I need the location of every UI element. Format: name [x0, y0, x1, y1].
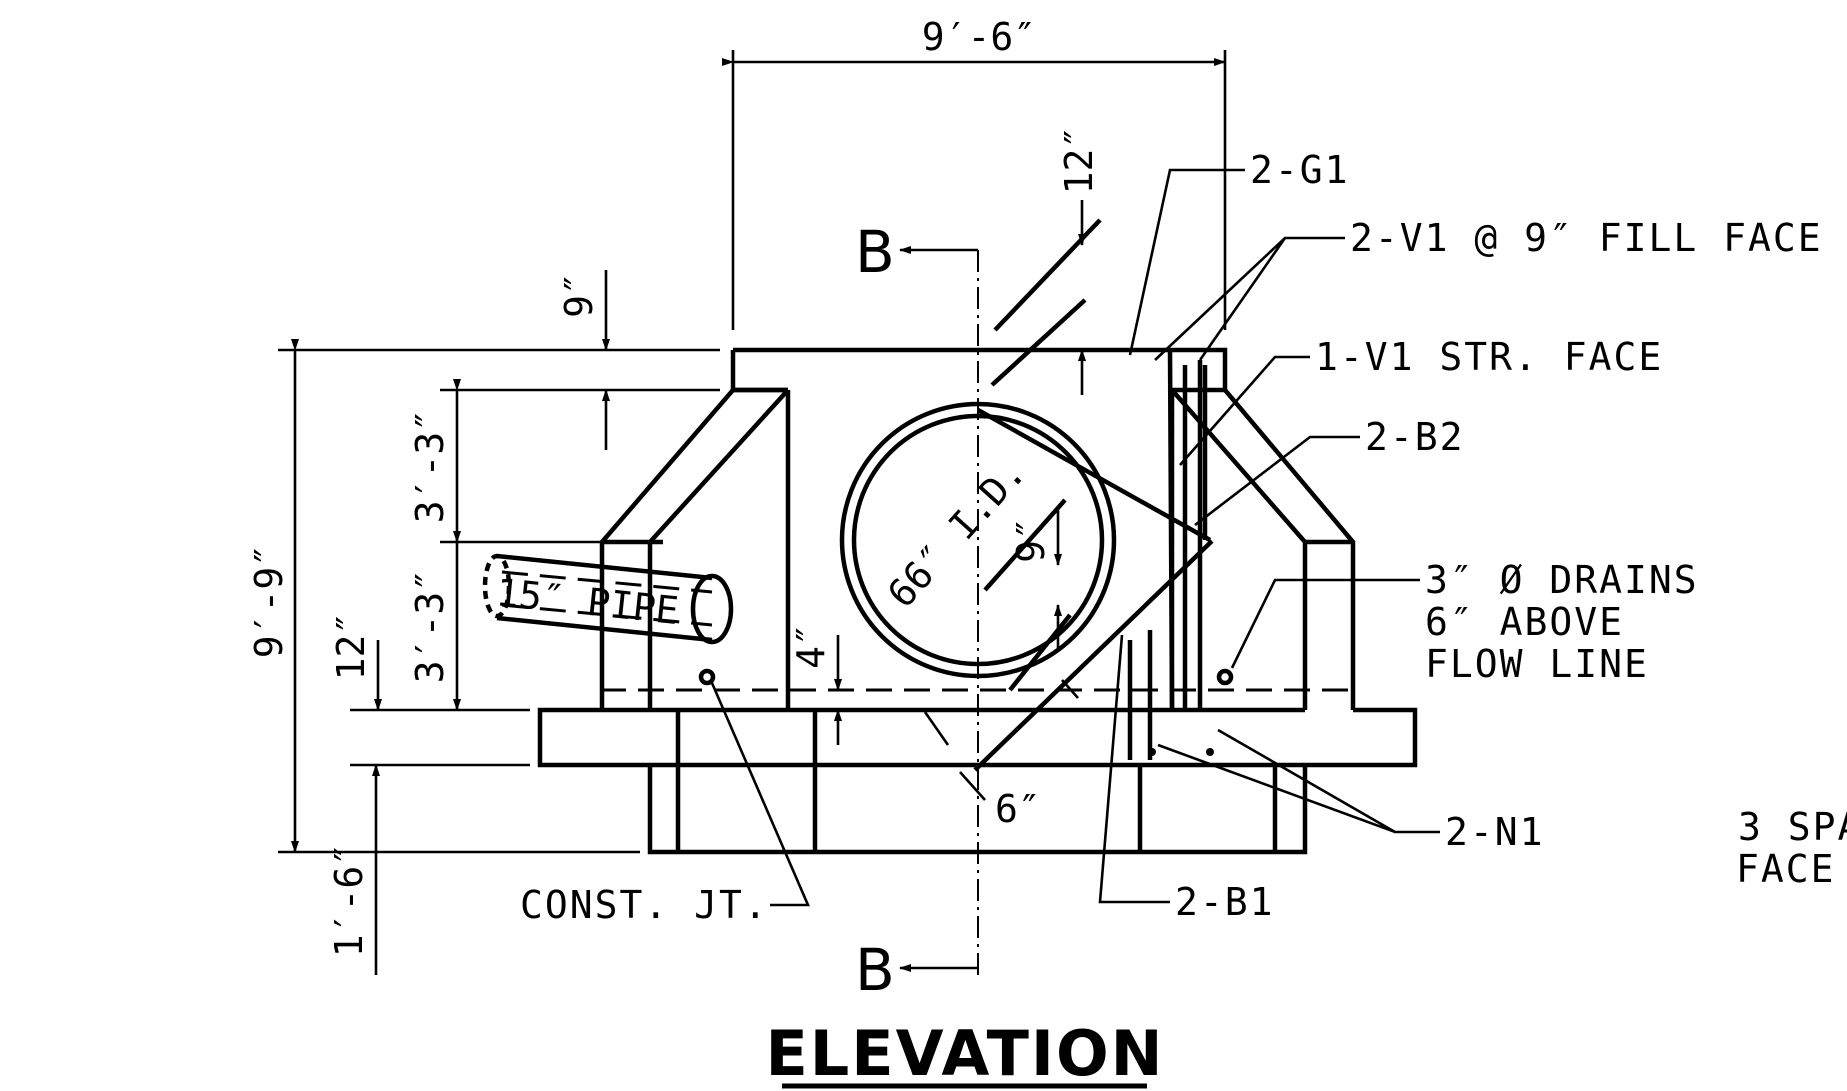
title-text: ELEVATION: [765, 1017, 1164, 1090]
footing-text: 12″: [329, 612, 373, 681]
section-label-top: B: [855, 218, 895, 286]
callout-drains-line1: 3″ Ø DRAINS: [1425, 558, 1699, 602]
lower-wall-text: 3′-3″: [408, 569, 452, 683]
callout-drains-line2: 6″ ABOVE: [1425, 600, 1624, 644]
callout-spa-line1: 3 SPA: [1738, 805, 1847, 849]
section-label-bottom: B: [855, 936, 895, 1004]
callout-b1: 2-B1: [1098, 634, 1275, 924]
callout-v1-fill: 2-V1 @ 9″ FILL FACE: [1154, 216, 1823, 361]
top-width-text: 9′-6″: [922, 15, 1036, 59]
callout-v1-str: 1-V1 STR. FACE: [1179, 335, 1663, 466]
top-thickness-dimension: 9″: [557, 270, 610, 450]
drawing-title: ELEVATION: [765, 1017, 1164, 1090]
reinforcing-bars: [973, 218, 1214, 772]
callout-n1: 2-N1: [1157, 728, 1545, 854]
top-thickness-text: 9″: [557, 272, 601, 318]
wall-height-dimensions: 3′-3″ 3′-3″: [350, 379, 720, 767]
callout-spa-line2: FACE: [1736, 847, 1836, 891]
base-dimension: 1′-6″: [327, 764, 380, 975]
callout-drains: 3″ Ø DRAINS 6″ ABOVE FLOW LINE: [1230, 558, 1699, 686]
callout-b2-text: 2-B2: [1365, 415, 1465, 459]
upper-wall-text: 3′-3″: [408, 409, 452, 523]
overall-height-dimension: 9′-9″: [247, 339, 720, 854]
callout-b2: 2-B2: [1194, 415, 1465, 527]
bar-9-text: 9″: [1009, 517, 1053, 563]
section-marker-top: B: [855, 218, 978, 286]
small-pipe: [482, 553, 734, 645]
small-pipe-label: 15″ PIPE: [494, 570, 681, 633]
callout-const-jt: CONST. JT.: [520, 682, 810, 927]
callout-const-jt-text: CONST. JT.: [520, 883, 769, 927]
bar-12-text: 12″: [1057, 126, 1101, 195]
section-marker-bottom: B: [855, 936, 978, 1004]
callout-n1-text: 2-N1: [1445, 810, 1545, 854]
callout-b1-text: 2-B1: [1175, 880, 1275, 924]
callout-v1-fill-text: 2-V1 @ 9″ FILL FACE: [1350, 216, 1823, 260]
callout-spa: 3 SPA FACE: [1736, 805, 1847, 891]
top-width-dimension: 9′-6″: [722, 15, 1227, 330]
callout-g1-text: 2-G1: [1250, 148, 1350, 192]
overall-height-text: 9′-9″: [247, 544, 291, 658]
step-4-text: 4″: [789, 623, 833, 669]
callout-g1: 2-G1: [1128, 148, 1350, 356]
callout-v1-str-text: 1-V1 STR. FACE: [1315, 335, 1663, 379]
footing-dimension: 12″: [329, 612, 382, 711]
base-text: 1′-6″: [327, 843, 371, 957]
drain-holes: [698, 668, 1234, 756]
bar-spacing-dimensions: 12″ 9″ 4″ 6″: [789, 126, 1101, 831]
callout-drains-line3: FLOW LINE: [1425, 642, 1649, 686]
bar-6-text: 6″: [995, 787, 1041, 831]
